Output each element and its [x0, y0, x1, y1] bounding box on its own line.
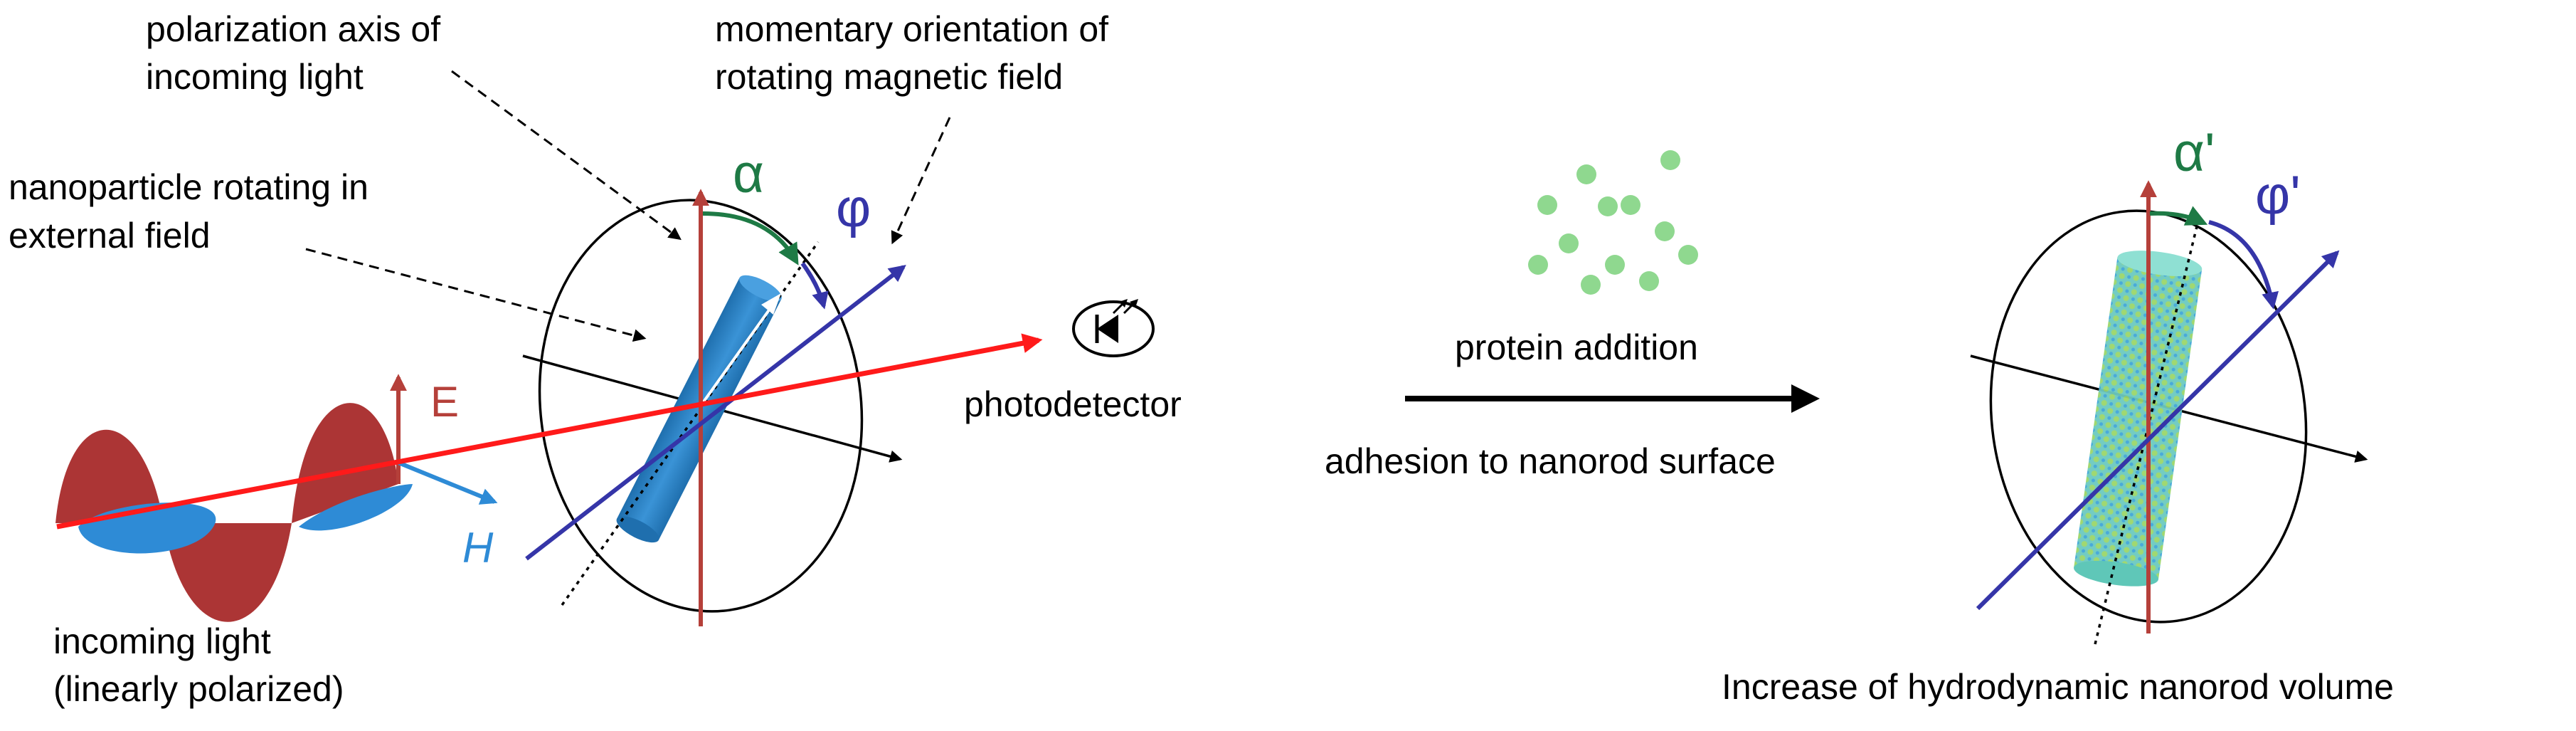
- rod-moment-arrowhead: [761, 293, 781, 315]
- adhesion-label: adhesion to nanorod surface: [1325, 441, 1776, 481]
- nanoparticle-label-1: nanoparticle rotating in: [9, 167, 369, 207]
- coated-nanorod: [2074, 251, 2203, 587]
- phi-prime-label: φ': [2255, 165, 2301, 226]
- momentary-orientation-label-2: rotating magnetic field: [715, 57, 1063, 97]
- rod-moment-arrow: [699, 305, 773, 407]
- e-field-wave: [55, 403, 398, 622]
- incoming-light-label-2: (linearly polarized): [53, 669, 344, 709]
- alpha-arc: [702, 211, 799, 265]
- light-beam: [56, 333, 1043, 530]
- protein-addition-label: protein addition: [1455, 327, 1698, 367]
- momentary-orientation-label-1: momentary orientation of: [715, 9, 1108, 49]
- nanoparticle-label-2: external field: [9, 216, 211, 256]
- polarization-axis-label-2: incoming light: [146, 57, 364, 97]
- middle-transition: protein addition adhesion to nanorod sur…: [1325, 150, 1820, 481]
- rotation-ellipse: [538, 199, 864, 613]
- rotation-ellipse-right: [1989, 209, 2308, 624]
- protein-particles: [1528, 150, 1698, 295]
- photodetector-icon: [1072, 299, 1155, 357]
- phi-arc: [800, 262, 829, 310]
- h-field-arrow: [397, 461, 498, 505]
- alpha-prime-label: α': [2173, 122, 2215, 183]
- field-pointer: [891, 117, 951, 245]
- alpha-label: α: [733, 144, 764, 204]
- e-field-label: E: [430, 378, 459, 426]
- incoming-light-label-1: incoming light: [53, 621, 271, 661]
- field-axis: [525, 265, 906, 561]
- h-field-label: H: [462, 524, 494, 572]
- polarization-pointer: [451, 70, 682, 241]
- alpha-prime-arc: [2149, 206, 2208, 226]
- phi-label: φ: [836, 178, 871, 238]
- polarization-axis-label-1: polarization axis of: [146, 9, 440, 49]
- right-panel: α' φ' Increase of hydrodynamic nanorod v…: [1722, 122, 2394, 707]
- left-panel: polarization axis of incoming light mome…: [9, 9, 1182, 709]
- nanoparticle-pointer: [305, 248, 647, 342]
- field-axis-right: [1976, 250, 2340, 611]
- increase-volume-label: Increase of hydrodynamic nanorod volume: [1722, 667, 2394, 707]
- photodetector-label: photodetector: [964, 384, 1182, 424]
- phi-prime-arc: [2208, 220, 2279, 310]
